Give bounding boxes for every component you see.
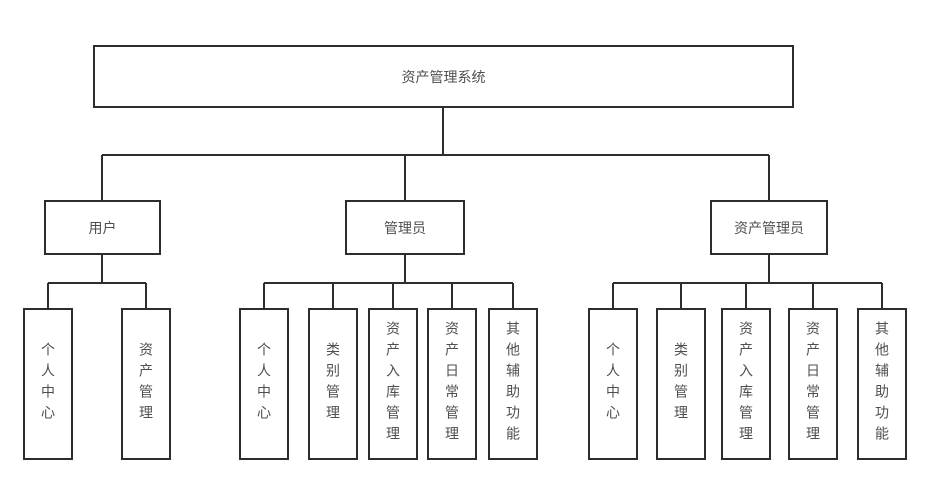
- node-leaf-admin-category-management: 类别管理: [308, 308, 358, 460]
- leaf-label: 个人中心: [256, 342, 272, 426]
- connector-admin-subtree: [263, 255, 514, 308]
- node-leaf-admin-personal-center: 个人中心: [239, 308, 289, 460]
- node-branch-asset-admin: 资产管理员: [710, 200, 828, 255]
- leaf-label: 资产入库管理: [738, 321, 754, 447]
- node-leaf-admin-asset-daily-management: 资产日常管理: [427, 308, 477, 460]
- leaf-label: 资产管理: [138, 342, 154, 426]
- node-leaf-user-personal-center: 个人中心: [23, 308, 73, 460]
- leaf-label: 资产日常管理: [805, 321, 821, 447]
- node-branch-admin: 管理员: [345, 200, 465, 255]
- node-leaf-asset-admin-personal-center: 个人中心: [588, 308, 638, 460]
- leaf-label: 资产入库管理: [385, 321, 401, 447]
- node-leaf-admin-asset-inbound-management: 资产入库管理: [368, 308, 418, 460]
- connector-asset-admin-subtree: [612, 255, 883, 308]
- node-branch-user-label: 用户: [88, 219, 117, 236]
- node-branch-user: 用户: [44, 200, 161, 255]
- node-leaf-asset-admin-other-auxiliary-functions: 其他辅助功能: [857, 308, 907, 460]
- node-root-system: 资产管理系统: [93, 45, 794, 108]
- node-leaf-asset-admin-asset-inbound-management: 资产入库管理: [721, 308, 771, 460]
- leaf-label: 个人中心: [605, 342, 621, 426]
- leaf-label: 类别管理: [673, 342, 689, 426]
- node-leaf-user-asset-management: 资产管理: [121, 308, 171, 460]
- connector-root-to-branches: [101, 108, 770, 200]
- node-branch-admin-label: 管理员: [384, 219, 426, 236]
- node-leaf-asset-admin-category-management: 类别管理: [656, 308, 706, 460]
- node-branch-asset-admin-label: 资产管理员: [734, 219, 804, 236]
- connector-user-subtree: [47, 255, 147, 308]
- leaf-label: 类别管理: [325, 342, 341, 426]
- leaf-label: 个人中心: [40, 342, 56, 426]
- leaf-label: 其他辅助功能: [874, 321, 890, 447]
- leaf-label: 资产日常管理: [444, 321, 460, 447]
- node-leaf-admin-other-auxiliary-functions: 其他辅助功能: [488, 308, 538, 460]
- node-root-label: 资产管理系统: [401, 68, 486, 85]
- node-leaf-asset-admin-asset-daily-management: 资产日常管理: [788, 308, 838, 460]
- leaf-label: 其他辅助功能: [505, 321, 521, 447]
